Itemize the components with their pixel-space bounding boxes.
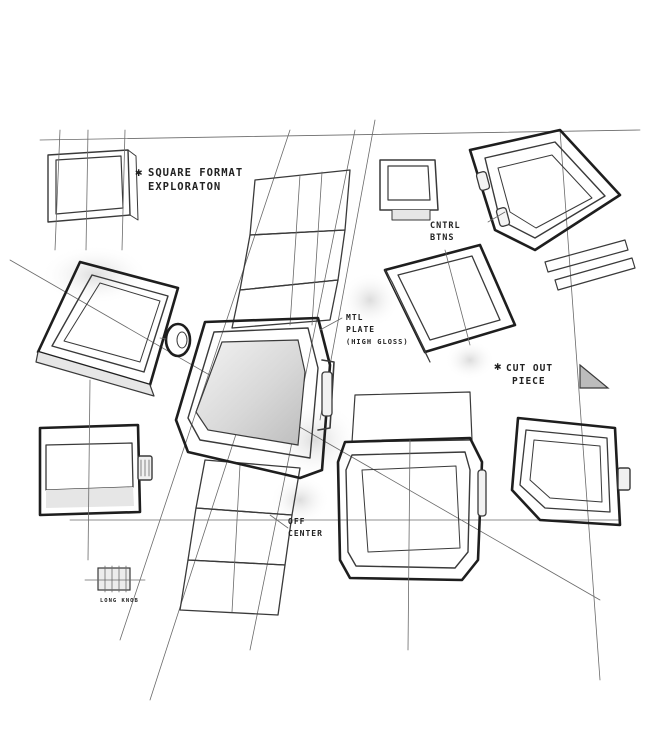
- watch-sketch-off-center: [336, 391, 487, 651]
- watch-sketch-control-buttons: [468, 128, 636, 291]
- cut-out-label: CUT OUT: [506, 363, 553, 374]
- piece-label: PIECE: [512, 376, 546, 387]
- star-bullets: ✱ ✱: [135, 165, 502, 373]
- off-label: OFF: [288, 517, 305, 526]
- annotations: SQUARE FORMAT EXPLORATON CNTRL BTNS MTL …: [100, 167, 553, 604]
- high-gloss-label: (HIGH GLOSS): [346, 338, 409, 346]
- watch-sketch-main-bracelet: [174, 169, 351, 616]
- watch-sketch-side-small: [379, 159, 439, 221]
- mtl-label: MTL: [346, 313, 363, 322]
- watch-sketch-metal-plate: [383, 243, 517, 363]
- exploration-label: EXPLORATON: [148, 181, 221, 193]
- plate-label: PLATE: [346, 325, 375, 334]
- center-label: CENTER: [288, 529, 323, 538]
- watch-sketch-left-knob: [38, 379, 153, 561]
- watch-sketch-angled-crown: [35, 260, 192, 397]
- star-glyph: ✱: [135, 165, 143, 179]
- watch-sketch-cut-out: [510, 363, 631, 527]
- long-knob-detail: [84, 565, 146, 593]
- watch-sketch-front-small: [47, 129, 139, 251]
- btns-label: BTNS: [430, 233, 454, 243]
- square-format-label: SQUARE FORMAT: [148, 167, 243, 179]
- leader-lines: [269, 211, 506, 529]
- cntrl-label: CNTRL: [430, 221, 461, 231]
- long-knob-label: LONG KNOB: [100, 598, 139, 604]
- star-glyph: ✱: [494, 359, 502, 373]
